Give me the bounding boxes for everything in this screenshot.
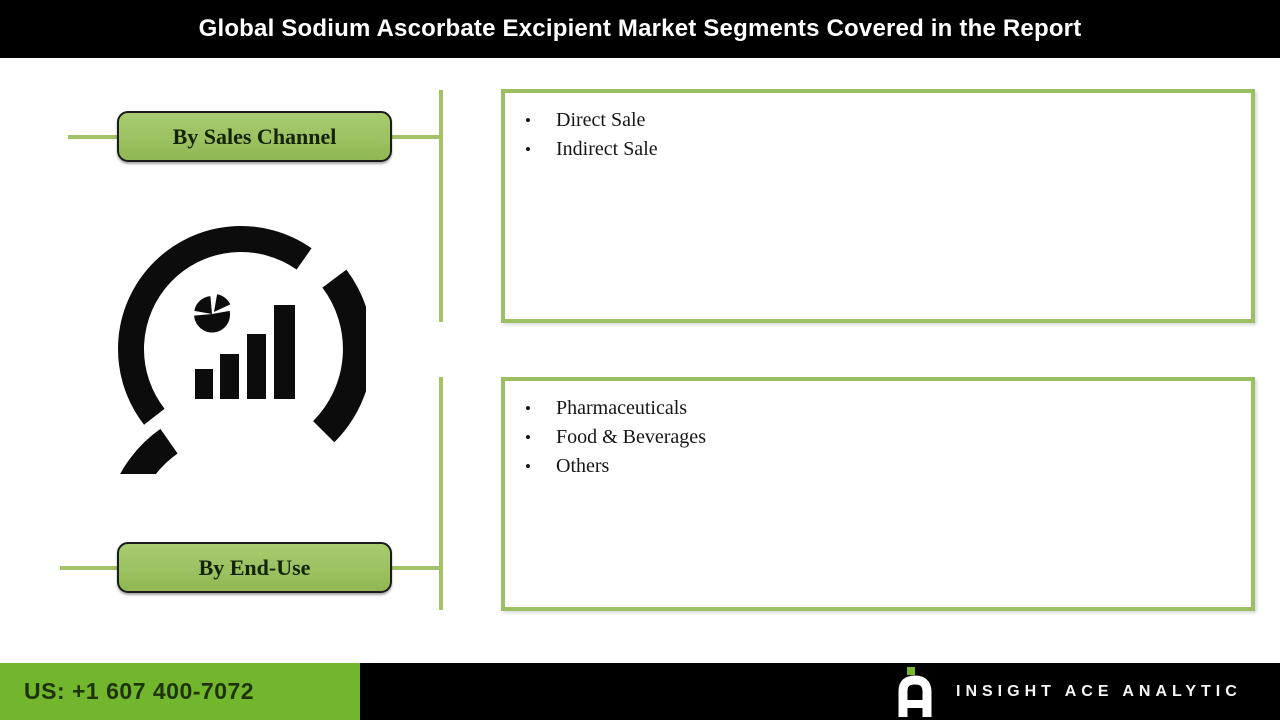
brand-name: INSIGHT ACE ANALYTIC	[956, 682, 1242, 700]
segment-box-end-use: Pharmaceuticals Food & Beverages Others	[501, 377, 1255, 611]
connector-line	[60, 566, 117, 570]
market-analytics-icon	[118, 226, 366, 474]
list-item: Direct Sale	[525, 106, 1251, 135]
segment-button-label: By End-Use	[198, 554, 311, 580]
footer-phone-banner: US: +1 607 400-7072	[0, 663, 360, 720]
footer-brand-bar: INSIGHT ACE ANALYTIC	[360, 663, 1280, 720]
list-item-label: Others	[556, 455, 610, 477]
segment-box-sales-channel: Direct Sale Indirect Sale	[501, 89, 1255, 323]
segment-items-list: Pharmaceuticals Food & Beverages Others	[505, 381, 1251, 481]
list-item: Indirect Sale	[525, 135, 1251, 164]
insight-ace-logo-icon	[898, 667, 932, 717]
connector-line	[392, 135, 441, 139]
segment-button-sales-channel: By Sales Channel	[117, 111, 392, 162]
list-item-label: Pharmaceuticals	[556, 397, 688, 419]
segment-button-end-use: By End-Use	[117, 542, 392, 593]
list-item-label: Direct Sale	[556, 109, 646, 131]
list-item-label: Food & Beverages	[556, 426, 706, 448]
page-title: Global Sodium Ascorbate Excipient Market…	[198, 15, 1082, 42]
list-item: Food & Beverages	[525, 423, 1251, 452]
header-bar: Global Sodium Ascorbate Excipient Market…	[0, 0, 1280, 58]
list-item: Others	[525, 452, 1251, 481]
connector-line	[68, 135, 117, 139]
connector-line	[392, 566, 441, 570]
segment-button-label: By Sales Channel	[172, 123, 337, 149]
segment-items-list: Direct Sale Indirect Sale	[505, 93, 1251, 164]
connector-line	[439, 90, 443, 322]
list-item-label: Indirect Sale	[556, 138, 658, 160]
list-item: Pharmaceuticals	[525, 394, 1251, 423]
phone-number: US: +1 607 400-7072	[24, 678, 255, 704]
connector-line	[439, 377, 443, 610]
